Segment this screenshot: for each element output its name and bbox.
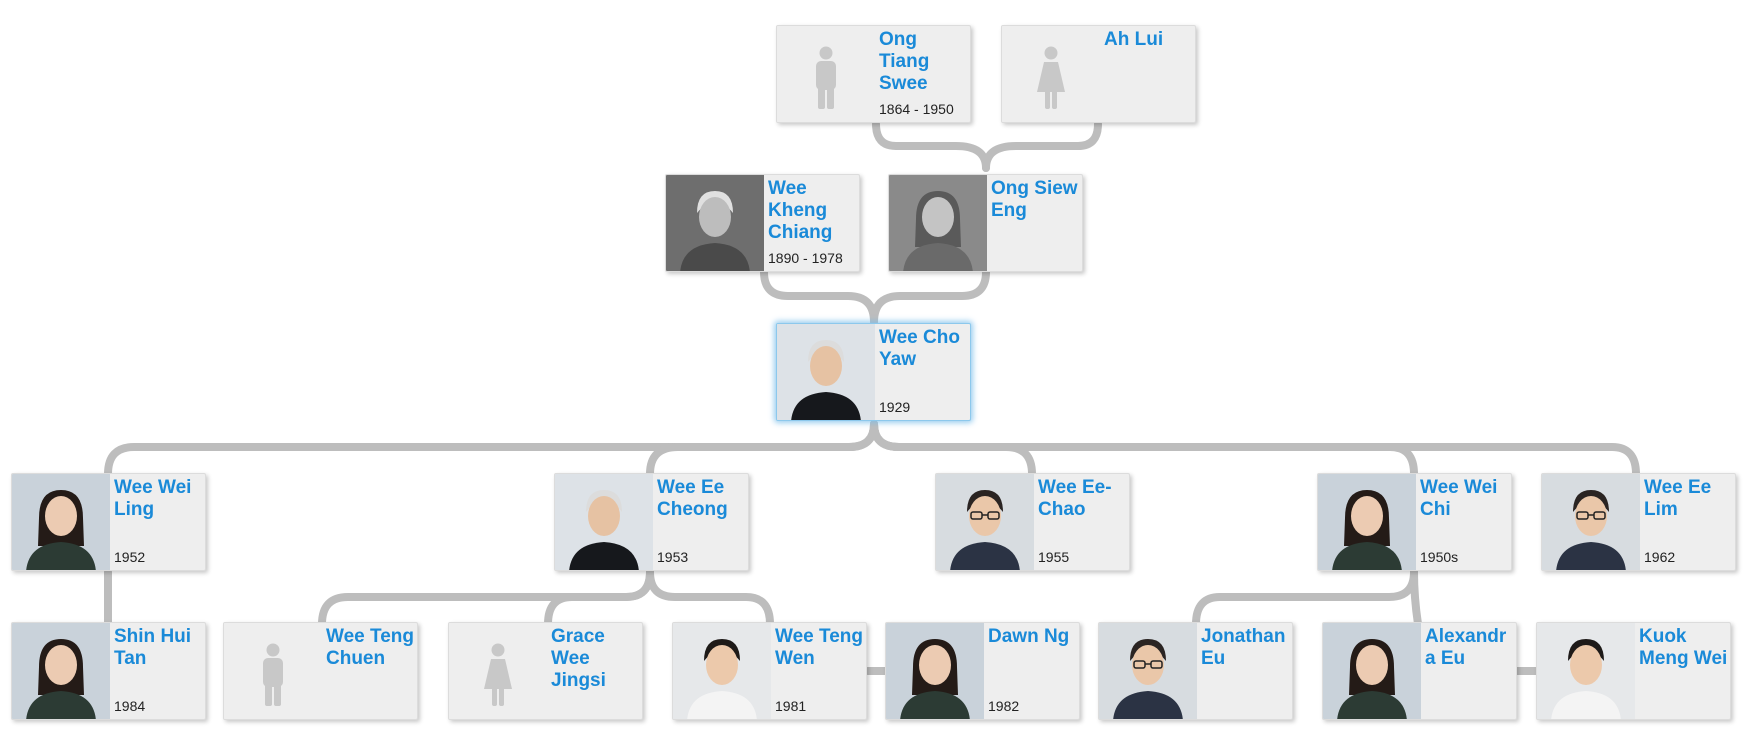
- person-dates: 1981: [775, 698, 807, 714]
- person-name[interactable]: Alexandra Eu: [1425, 626, 1507, 669]
- person-photo: [936, 474, 1034, 570]
- person-card-wee-wei-ling[interactable]: Wee Wei Ling 1952: [11, 473, 206, 571]
- connector-wee-cho-yaw-to-wee-ee-lim: [870, 420, 1640, 478]
- connector-wee-wei-chi-to-jonathan-eu: [1192, 568, 1418, 628]
- person-photo: [889, 175, 987, 271]
- connector-wee-ee-cheong-to-grace-wee-jingsi: [544, 568, 654, 628]
- connector-ong-siew-eng-to-wee-cho-yaw: [870, 268, 990, 326]
- connector-wee-cho-yaw-to-wee-wei-ling: [104, 420, 878, 478]
- person-photo: [1537, 623, 1635, 719]
- person-card-jonathan-eu[interactable]: Jonathan Eu: [1098, 622, 1293, 720]
- person-name[interactable]: Wee Kheng Chiang: [768, 178, 833, 243]
- person-card-ong-tiang-swee[interactable]: Ong Tiang Swee 1864 - 1950: [776, 25, 971, 123]
- person-card-wee-wei-chi[interactable]: Wee Wei Chi 1950s: [1317, 473, 1512, 571]
- male-placeholder-icon: [224, 623, 322, 719]
- person-name[interactable]: Jonathan Eu: [1201, 626, 1286, 669]
- person-photo: [12, 623, 110, 719]
- person-dates: 1962: [1644, 549, 1676, 565]
- person-dates: 1952: [114, 549, 146, 565]
- male-placeholder-icon: [777, 26, 875, 122]
- person-name[interactable]: Ong Siew Eng: [991, 178, 1078, 221]
- person-name[interactable]: Wee Ee Cheong: [657, 477, 728, 520]
- person-card-wee-teng-chuen[interactable]: Wee Teng Chuen: [223, 622, 418, 720]
- person-photo: [1323, 623, 1421, 719]
- person-dates: 1929: [879, 399, 911, 415]
- person-name[interactable]: Wee Ee-Chao: [1038, 477, 1112, 520]
- person-photo: [555, 474, 653, 570]
- female-placeholder-icon: [449, 623, 547, 719]
- person-card-shin-hui-tan[interactable]: Shin Hui Tan 1984: [11, 622, 206, 720]
- person-dates: 1864 - 1950: [879, 101, 954, 117]
- female-placeholder-icon: [1002, 26, 1100, 122]
- person-card-ong-siew-eng[interactable]: Ong Siew Eng: [888, 174, 1083, 272]
- person-photo: [1542, 474, 1640, 570]
- person-name[interactable]: Wee Teng Wen: [775, 626, 863, 669]
- connector-wee-cho-yaw-to-wee-ee-chao: [870, 420, 1036, 478]
- person-card-wee-ee-chao[interactable]: Wee Ee-Chao 1955: [935, 473, 1130, 571]
- person-dates: 1950s: [1420, 549, 1459, 565]
- person-name[interactable]: Kuok Meng Wei: [1639, 626, 1728, 669]
- person-dates: 1953: [657, 549, 689, 565]
- connector-wee-ee-cheong-to-wee-teng-wen: [646, 568, 774, 628]
- person-name[interactable]: Wee Wei Ling: [114, 477, 192, 520]
- person-name[interactable]: Shin Hui Tan: [114, 626, 192, 669]
- connector-ah-lui-to-ong-siew-eng: [982, 120, 1102, 172]
- person-name[interactable]: Grace Wee Jingsi: [551, 626, 606, 691]
- person-card-wee-ee-cheong[interactable]: Wee Ee Cheong 1953: [554, 473, 749, 571]
- person-dates: 1955: [1038, 549, 1070, 565]
- person-card-wee-cho-yaw[interactable]: Wee Cho Yaw 1929: [776, 323, 971, 421]
- person-name[interactable]: Ah Lui: [1104, 29, 1164, 50]
- person-card-wee-ee-lim[interactable]: Wee Ee Lim 1962: [1541, 473, 1736, 571]
- person-dates: 1890 - 1978: [768, 250, 843, 266]
- connector-wee-wei-chi-to-alexandra-eu: [1410, 568, 1422, 628]
- person-card-wee-teng-wen[interactable]: Wee Teng Wen 1981: [672, 622, 867, 720]
- person-card-dawn-ng[interactable]: Dawn Ng 1982: [885, 622, 1080, 720]
- person-name[interactable]: Wee Cho Yaw: [879, 327, 960, 370]
- person-name[interactable]: Wee Wei Chi: [1420, 477, 1498, 520]
- person-name[interactable]: Wee Ee Lim: [1644, 477, 1712, 520]
- person-name[interactable]: Wee Teng Chuen: [326, 626, 414, 669]
- connector-wee-ee-cheong-to-wee-teng-chuen: [318, 568, 654, 628]
- person-photo: [777, 324, 875, 420]
- connector-wee-kheng-chiang-to-wee-cho-yaw: [760, 268, 878, 326]
- person-photo: [1099, 623, 1197, 719]
- person-photo: [1318, 474, 1416, 570]
- person-photo: [12, 474, 110, 570]
- connector-wee-cho-yaw-to-wee-wei-chi: [870, 420, 1418, 478]
- connector-wee-cho-yaw-to-wee-ee-cheong: [646, 420, 878, 478]
- person-dates: 1984: [114, 698, 146, 714]
- person-card-wee-kheng-chiang[interactable]: Wee Kheng Chiang 1890 - 1978: [665, 174, 860, 272]
- person-photo: [886, 623, 984, 719]
- person-name[interactable]: Dawn Ng: [988, 626, 1070, 647]
- person-card-ah-lui[interactable]: Ah Lui: [1001, 25, 1196, 123]
- person-card-grace-wee-jingsi[interactable]: Grace Wee Jingsi: [448, 622, 643, 720]
- person-name[interactable]: Ong Tiang Swee: [879, 29, 930, 94]
- person-dates: 1982: [988, 698, 1020, 714]
- person-photo: [673, 623, 771, 719]
- person-card-kuok-meng-wei[interactable]: Kuok Meng Wei: [1536, 622, 1731, 720]
- person-photo: [666, 175, 764, 271]
- connector-ong-tiang-swee-to-ong-siew-eng: [872, 120, 990, 172]
- person-card-alexandra-eu[interactable]: Alexandra Eu: [1322, 622, 1517, 720]
